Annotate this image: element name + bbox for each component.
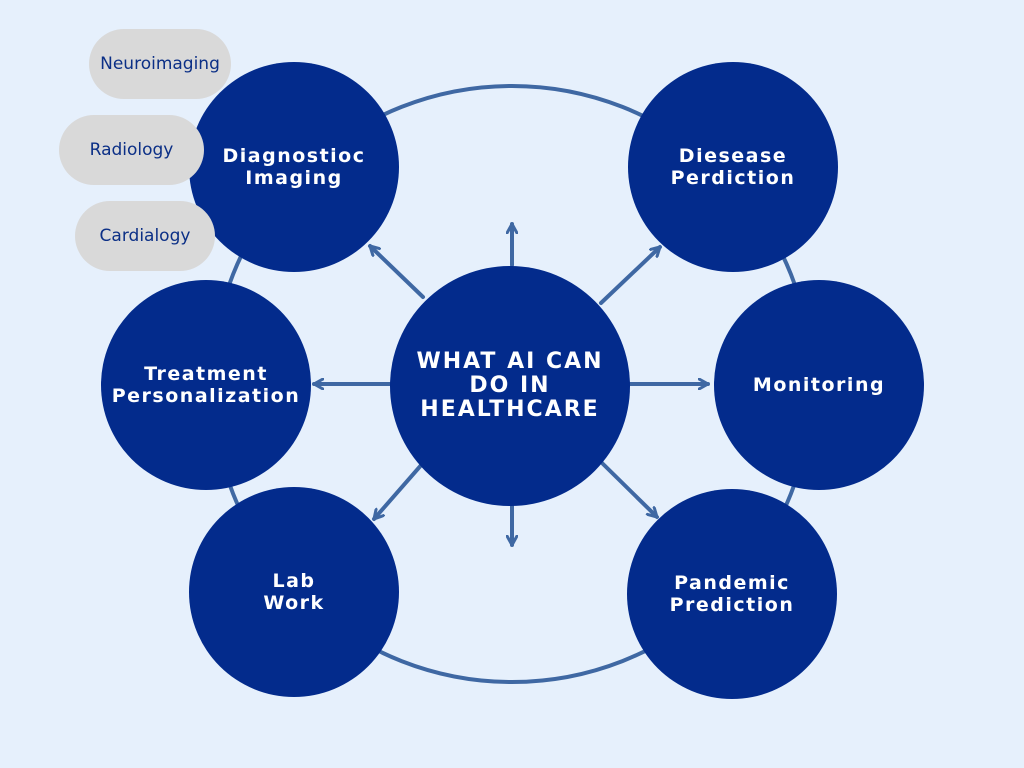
node-disease-prediction: Diesease Perdiction (628, 62, 838, 272)
node-treatment-personalization: Treatment Personalization (101, 280, 311, 490)
pill-radiology: Radiology (59, 115, 204, 185)
node-lab-work: Lab Work (189, 487, 399, 697)
node-monitoring: Monitoring (714, 280, 924, 490)
arrow-down-right (599, 460, 659, 519)
node-center-topic: WHAT AI CAN DO IN HEALTHCARE (390, 266, 630, 506)
pill-neuroimaging: Neuroimaging (89, 29, 231, 99)
pill-cardialogy: Cardialogy (75, 201, 215, 271)
node-pandemic-prediction: Pandemic Prediction (627, 489, 837, 699)
arrow-down-left (372, 461, 425, 521)
arrow-up-left (368, 244, 425, 299)
arrow-up-right (599, 245, 662, 305)
node-diagnostic-imaging: Diagnostioc Imaging (189, 62, 399, 272)
